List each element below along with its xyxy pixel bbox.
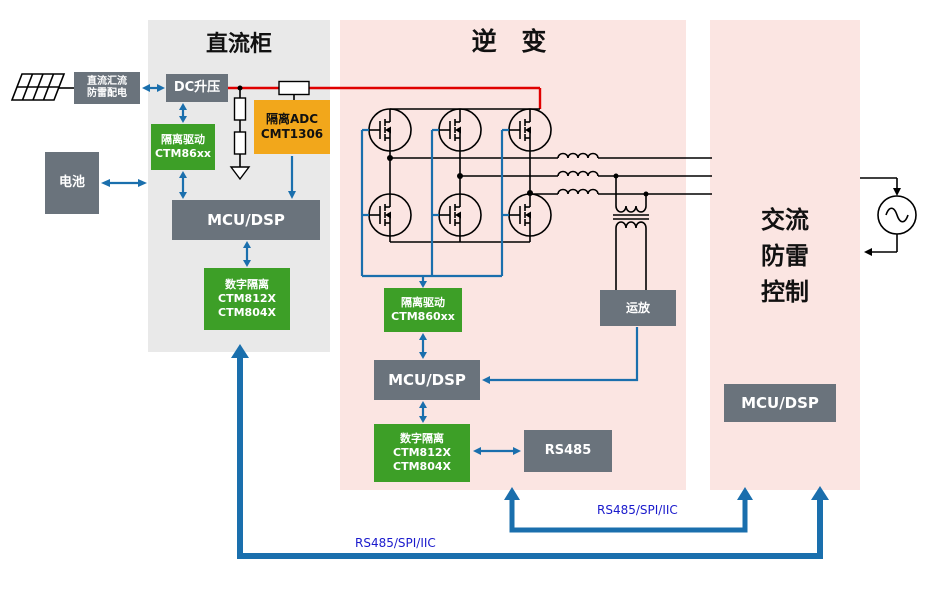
ac-title-line1: 交流 — [761, 206, 809, 234]
ac-title-line2: 防雷 — [761, 242, 809, 270]
iso-driver-dc-line2: CTM86xx — [154, 147, 212, 160]
iso-adc-line2: CMT1306 — [260, 127, 324, 141]
region-inverter — [340, 20, 686, 490]
pv-combiner-line2: 防雷配电 — [87, 88, 127, 99]
bus-outer — [231, 344, 829, 559]
block-mcu-ac: MCU/DSP — [724, 384, 836, 422]
dc-cabinet-title: 直流柜 — [205, 32, 272, 57]
digital-iso-inv-line1: 数字隔离 — [400, 432, 444, 446]
inductor-icon — [557, 170, 599, 177]
bus-label-outer: RS485/SPI/IIC — [355, 536, 436, 550]
iso-driver-inv-line2: CTM860xx — [391, 310, 455, 323]
mosfet-icon — [438, 108, 482, 152]
ac-title-line3: 控制 — [761, 278, 809, 306]
transformer-icon — [613, 173, 649, 290]
bus-inner — [504, 487, 753, 533]
mosfet-icon — [508, 108, 552, 152]
block-pv-combiner: 直流汇流 防雷配电 — [74, 72, 140, 104]
iso-driver-inv-line1: 隔离驱动 — [401, 296, 445, 310]
iso-adc-line1: 隔离ADC — [265, 112, 319, 126]
digital-iso-dc-line3: CTM804X — [218, 305, 276, 319]
block-digital-iso-inv: 数字隔离 CTM812X CTM804X — [374, 424, 470, 482]
bus-label-inner: RS485/SPI/IIC — [597, 503, 678, 517]
mosfet-icon — [368, 108, 412, 152]
divider-resistors-icon — [233, 88, 247, 167]
inductor-icon — [557, 152, 599, 159]
mosfet-icon — [438, 193, 482, 237]
block-battery: 电池 — [45, 152, 99, 214]
shunt-resistor-icon — [278, 80, 310, 100]
block-digital-iso-dc: 数字隔离 CTM812X CTM804X — [204, 268, 290, 330]
ac-source-icon — [860, 177, 917, 256]
signal-arrows — [101, 84, 639, 455]
gate-wires — [360, 128, 509, 288]
ac-control-title: 交流 防雷 控制 — [710, 202, 860, 310]
block-iso-driver-dc: 隔离驱动 CTM86xx — [151, 124, 215, 170]
block-mcu-dc: MCU/DSP — [172, 200, 320, 240]
ground-icon — [229, 166, 251, 181]
phase-lines — [387, 155, 712, 196]
block-dc-boost: DC升压 — [166, 74, 228, 102]
digital-iso-dc-line2: CTM812X — [218, 292, 276, 306]
digital-iso-inv-line3: CTM804X — [393, 459, 451, 473]
mosfet-icon — [508, 193, 552, 237]
block-iso-adc: 隔离ADC CMT1306 — [254, 100, 330, 154]
digital-iso-dc-line1: 数字隔离 — [225, 278, 269, 292]
block-opamp: 运放 — [600, 290, 676, 326]
block-iso-driver-inv: 隔离驱动 CTM860xx — [384, 288, 462, 332]
iso-driver-dc-line1: 隔离驱动 — [161, 133, 205, 147]
pv-panel-icon — [10, 73, 74, 101]
inverter-title: 逆 变 — [471, 27, 555, 56]
pv-combiner-line1: 直流汇流 — [87, 75, 127, 87]
block-mcu-inv: MCU/DSP — [374, 360, 480, 400]
digital-iso-inv-line2: CTM812X — [393, 446, 451, 460]
inductor-icon — [557, 188, 599, 195]
mosfet-icon — [368, 193, 412, 237]
block-rs485: RS485 — [524, 430, 612, 472]
